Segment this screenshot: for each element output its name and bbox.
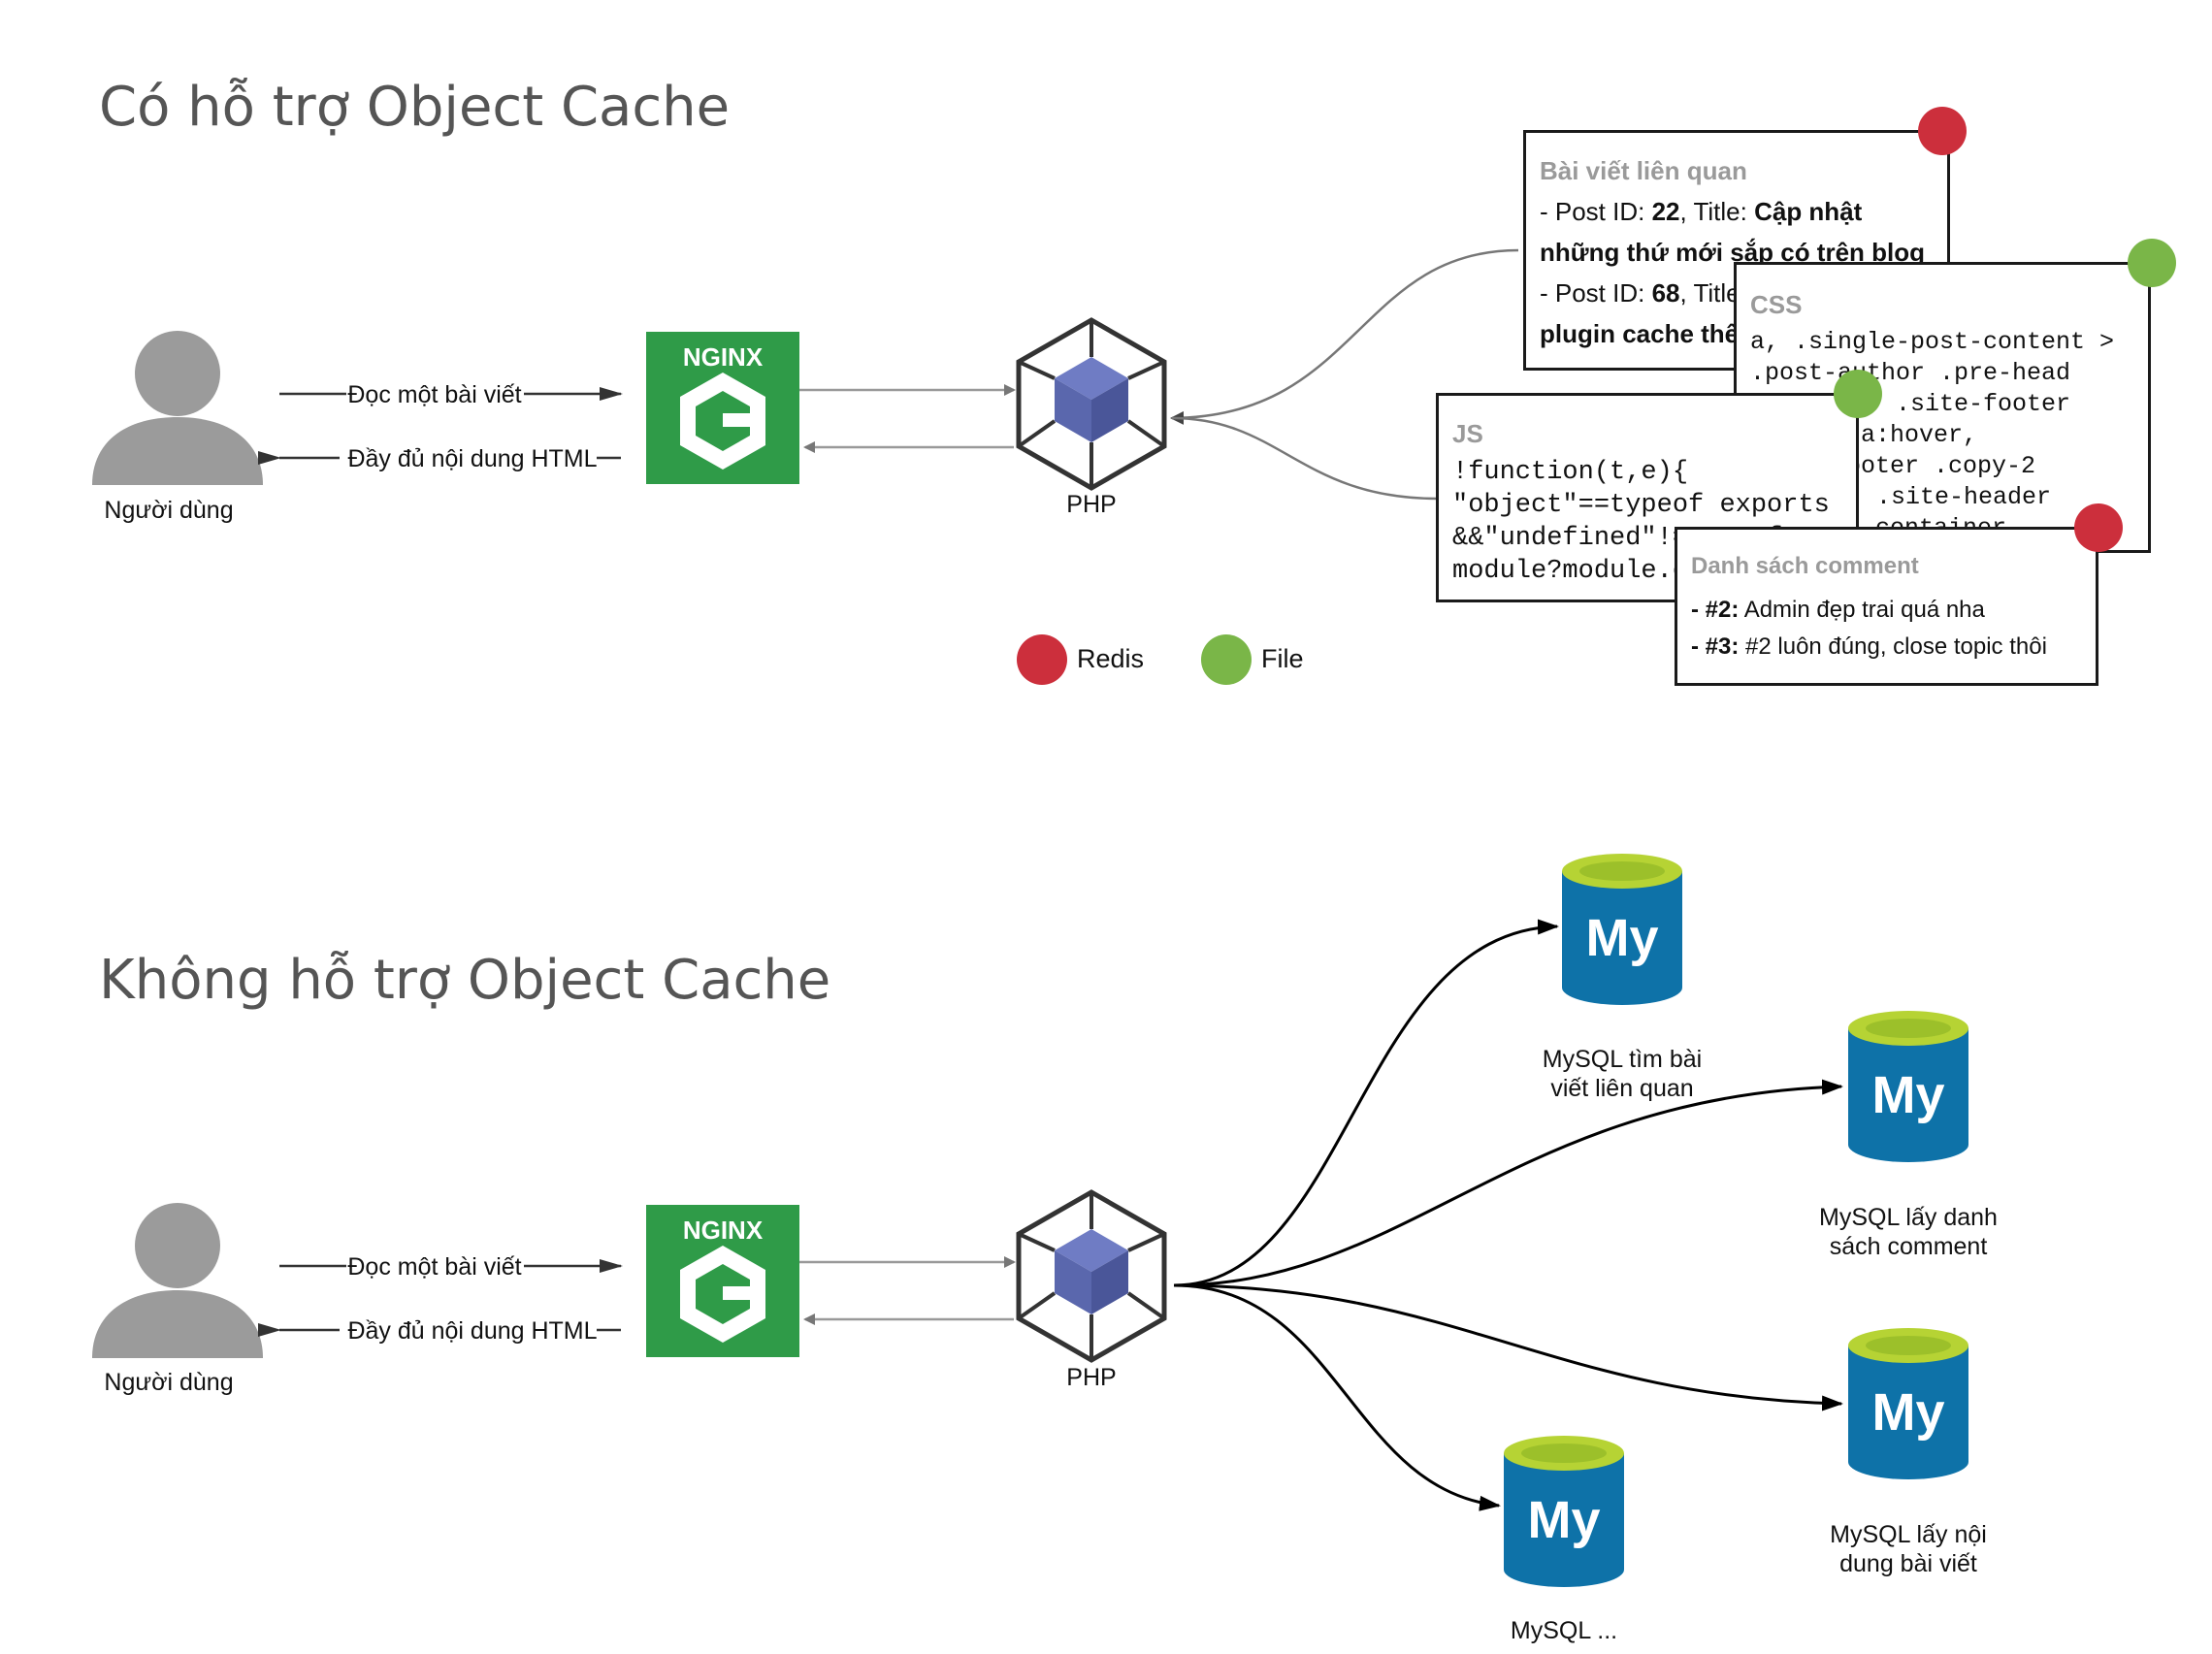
user-bottom bbox=[92, 1203, 263, 1358]
code-line: a:hover, bbox=[1861, 421, 1978, 449]
section-title-with-cache: Có hỗ trợ Object Cache bbox=[99, 76, 731, 139]
caption-line: MySQL lấy danh bbox=[1819, 1204, 1998, 1231]
file-indicator-css bbox=[2128, 239, 2176, 287]
cache-card-comments: Danh sách comment - #2: Admin đẹp trai q… bbox=[1675, 527, 2098, 686]
user-icon bbox=[135, 1203, 220, 1288]
card-text: - Post ID: bbox=[1540, 278, 1652, 308]
code-line: !function(t,e){ bbox=[1452, 458, 1689, 487]
comment-id: - #2: bbox=[1691, 597, 1740, 623]
mysql-caption-other: MySQL ... bbox=[1448, 1616, 1680, 1645]
comment-id: - #3: bbox=[1691, 633, 1740, 660]
legend-file-dot bbox=[1201, 634, 1252, 685]
code-line: .site-footer bbox=[1896, 390, 2071, 418]
comment-line: - #3: #2 luôn đúng, close topic thôi bbox=[1691, 629, 2047, 665]
mysql-logo-text: My bbox=[1527, 1491, 1600, 1549]
caption-line: viết liên quan bbox=[1550, 1075, 1694, 1102]
user-label-bottom: Người dùng bbox=[104, 1369, 233, 1396]
response-label-top: Đầy đủ nội dung HTML bbox=[347, 445, 597, 472]
card-title: Danh sách comment bbox=[1691, 553, 1919, 579]
code-line: a, .single-post-content > bbox=[1750, 328, 2115, 356]
css-code-block: a, .single-post-content > .post-author .… bbox=[1750, 327, 2114, 544]
caption-line: MySQL ... bbox=[1510, 1617, 1618, 1644]
php-label-top: PHP bbox=[1066, 491, 1116, 518]
query-arrow-other bbox=[1173, 1283, 1501, 1511]
caption-line: MySQL tìm bài bbox=[1542, 1046, 1703, 1073]
code-line: .post-author .pre-head bbox=[1750, 359, 2071, 387]
mysql-logo-text: My bbox=[1871, 1066, 1944, 1124]
request-label-bottom: Đọc một bài viết bbox=[347, 1253, 521, 1281]
card-title: CSS bbox=[1750, 290, 1803, 319]
caption-line: dung bài viết bbox=[1839, 1550, 1977, 1577]
card-text-bold: 68 bbox=[1651, 278, 1680, 308]
user-body-icon bbox=[92, 1290, 263, 1358]
nginx-logo-top: NGINX bbox=[646, 332, 799, 484]
legend-redis-label: Redis bbox=[1077, 644, 1145, 673]
card-text-bold: 22 bbox=[1651, 197, 1680, 226]
redis-indicator-related bbox=[1918, 107, 1967, 155]
nginx-label-top: NGINX bbox=[683, 342, 764, 372]
card-line: - Post ID: 68, Title: bbox=[1540, 273, 1747, 313]
caption-line: sách comment bbox=[1829, 1233, 1988, 1260]
mysql-db-related: My bbox=[1562, 854, 1682, 1005]
file-indicator-js bbox=[1834, 370, 1882, 418]
cache-fetch-js bbox=[1171, 416, 1439, 501]
mysql-caption-related: MySQL tìm bài viết liên quan bbox=[1506, 1045, 1739, 1103]
card-line: plugin cache thế bbox=[1540, 313, 1739, 354]
comment-text: Admin đẹp trai quá nha bbox=[1739, 597, 1985, 623]
mysql-caption-comments: MySQL lấy danh sách comment bbox=[1792, 1203, 2025, 1261]
code-line: "object"==typeof exports bbox=[1452, 491, 1830, 520]
cache-fetch-related bbox=[1170, 248, 1519, 425]
legend-redis-dot bbox=[1017, 634, 1067, 685]
mysql-db-other: My bbox=[1504, 1436, 1624, 1587]
user-icon bbox=[135, 331, 220, 416]
section-title-without-cache: Không hỗ trợ Object Cache bbox=[99, 949, 831, 1012]
comment-line: - #2: Admin đẹp trai quá nha bbox=[1691, 592, 1985, 629]
card-text-bold: Cập nhật bbox=[1754, 197, 1863, 226]
query-arrow-comments bbox=[1173, 1079, 1843, 1287]
card-text: , Title: bbox=[1679, 197, 1755, 226]
caption-line: MySQL lấy nội bbox=[1830, 1521, 1987, 1548]
mysql-caption-content: MySQL lấy nội dung bài viết bbox=[1792, 1520, 2025, 1578]
mysql-logo-text: My bbox=[1871, 1383, 1944, 1442]
comment-text: #2 luôn đúng, close topic thôi bbox=[1739, 633, 2047, 660]
code-line: footer .copy-2 bbox=[1832, 452, 2036, 480]
mysql-db-content: My bbox=[1848, 1328, 1968, 1479]
php-node-bottom bbox=[1016, 1189, 1167, 1363]
nginx-label-bottom: NGINX bbox=[683, 1216, 764, 1245]
query-arrow-related bbox=[1173, 919, 1559, 1287]
card-text-bold: plugin cache thế bbox=[1540, 319, 1740, 348]
php-node-top bbox=[1016, 317, 1167, 491]
card-text: - Post ID: bbox=[1540, 197, 1652, 226]
code-line: .site-header bbox=[1876, 483, 2052, 511]
response-label-bottom: Đầy đủ nội dung HTML bbox=[347, 1317, 597, 1345]
user-top bbox=[92, 331, 263, 485]
user-label-top: Người dùng bbox=[104, 497, 233, 524]
request-label-top: Đọc một bài viết bbox=[347, 381, 521, 408]
mysql-db-comments: My bbox=[1848, 1011, 1968, 1162]
card-line: - Post ID: 22, Title: Cập nhật bbox=[1540, 191, 1862, 232]
legend-file-label: File bbox=[1261, 644, 1304, 673]
mysql-logo-text: My bbox=[1585, 909, 1658, 967]
nginx-logo-bottom: NGINX bbox=[646, 1205, 799, 1357]
card-title: Bài viết liên quan bbox=[1540, 156, 1747, 185]
card-title: JS bbox=[1452, 419, 1483, 448]
redis-indicator-comments bbox=[2074, 503, 2123, 552]
user-body-icon bbox=[92, 417, 263, 485]
php-label-bottom: PHP bbox=[1066, 1364, 1116, 1391]
query-arrow-content bbox=[1173, 1283, 1843, 1411]
